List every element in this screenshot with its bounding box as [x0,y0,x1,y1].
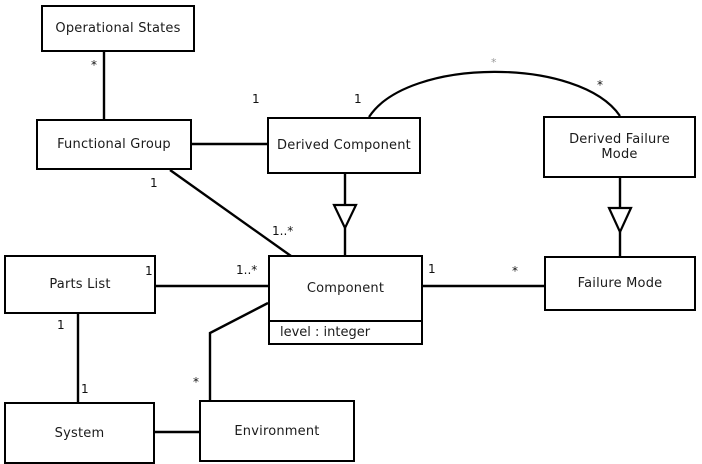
class-name-derived-failure-mode: Derived Failure Mode [569,132,670,162]
class-parts-list[interactable]: Parts List [4,255,156,314]
edge-derived-component-derived-failure-mode-arc [368,70,621,118]
class-name-failure-mode: Failure Mode [577,276,663,291]
class-name-system: System [54,425,105,441]
class-derived-failure-mode[interactable]: Derived Failure Mode [543,116,696,178]
multiplicity-system-parts-list-end: 1 [81,382,89,396]
multiplicity-component-functional-group-end: 1..* [272,224,294,238]
class-functional-group[interactable]: Functional Group [36,119,192,170]
edge-functional-group-component [169,169,292,257]
class-operational-states[interactable]: Operational States [41,5,195,52]
multiplicity-functional-group-component-end: 1 [150,176,158,190]
multiplicity-arc-derived-component-end: 1 [354,92,362,106]
multiplicity-environment-component-end: * [193,375,199,389]
class-derived-component[interactable]: Derived Component [267,117,421,174]
class-name-parts-list: Parts List [49,277,111,292]
multiplicity-parts-list-system-end: 1 [57,318,65,332]
generalization-arrowhead-failure-mode [607,206,633,235]
class-component[interactable]: Component level : integer [268,255,423,345]
multiplicity-arc-apex: * [491,56,497,69]
class-name-functional-group: Functional Group [57,137,171,152]
multiplicity-derived-component-left-end: 1 [252,92,260,106]
class-name-derived-component: Derived Component [277,138,411,153]
class-failure-mode[interactable]: Failure Mode [544,256,696,311]
class-environment[interactable]: Environment [199,400,355,462]
multiplicity-component-failure-mode-end: 1 [428,262,436,276]
multiplicity-failure-mode-component-end: * [512,264,518,278]
class-attributes-component: level : integer [270,320,421,343]
multiplicity-arc-derived-failure-mode-end: * [597,78,603,92]
edge-component-environment [208,301,269,400]
class-name-component: Component [306,281,385,296]
generalization-arrowhead-component [332,203,358,231]
multiplicity-operational-states-end: * [91,58,97,72]
multiplicity-parts-list-component-end: 1 [145,264,153,278]
class-name-operational-states: Operational States [55,21,181,36]
multiplicity-component-parts-list-end: 1..* [236,263,258,277]
class-system[interactable]: System [4,402,155,464]
class-name-environment: Environment [234,423,320,439]
attribute-level: level : integer [280,325,371,340]
